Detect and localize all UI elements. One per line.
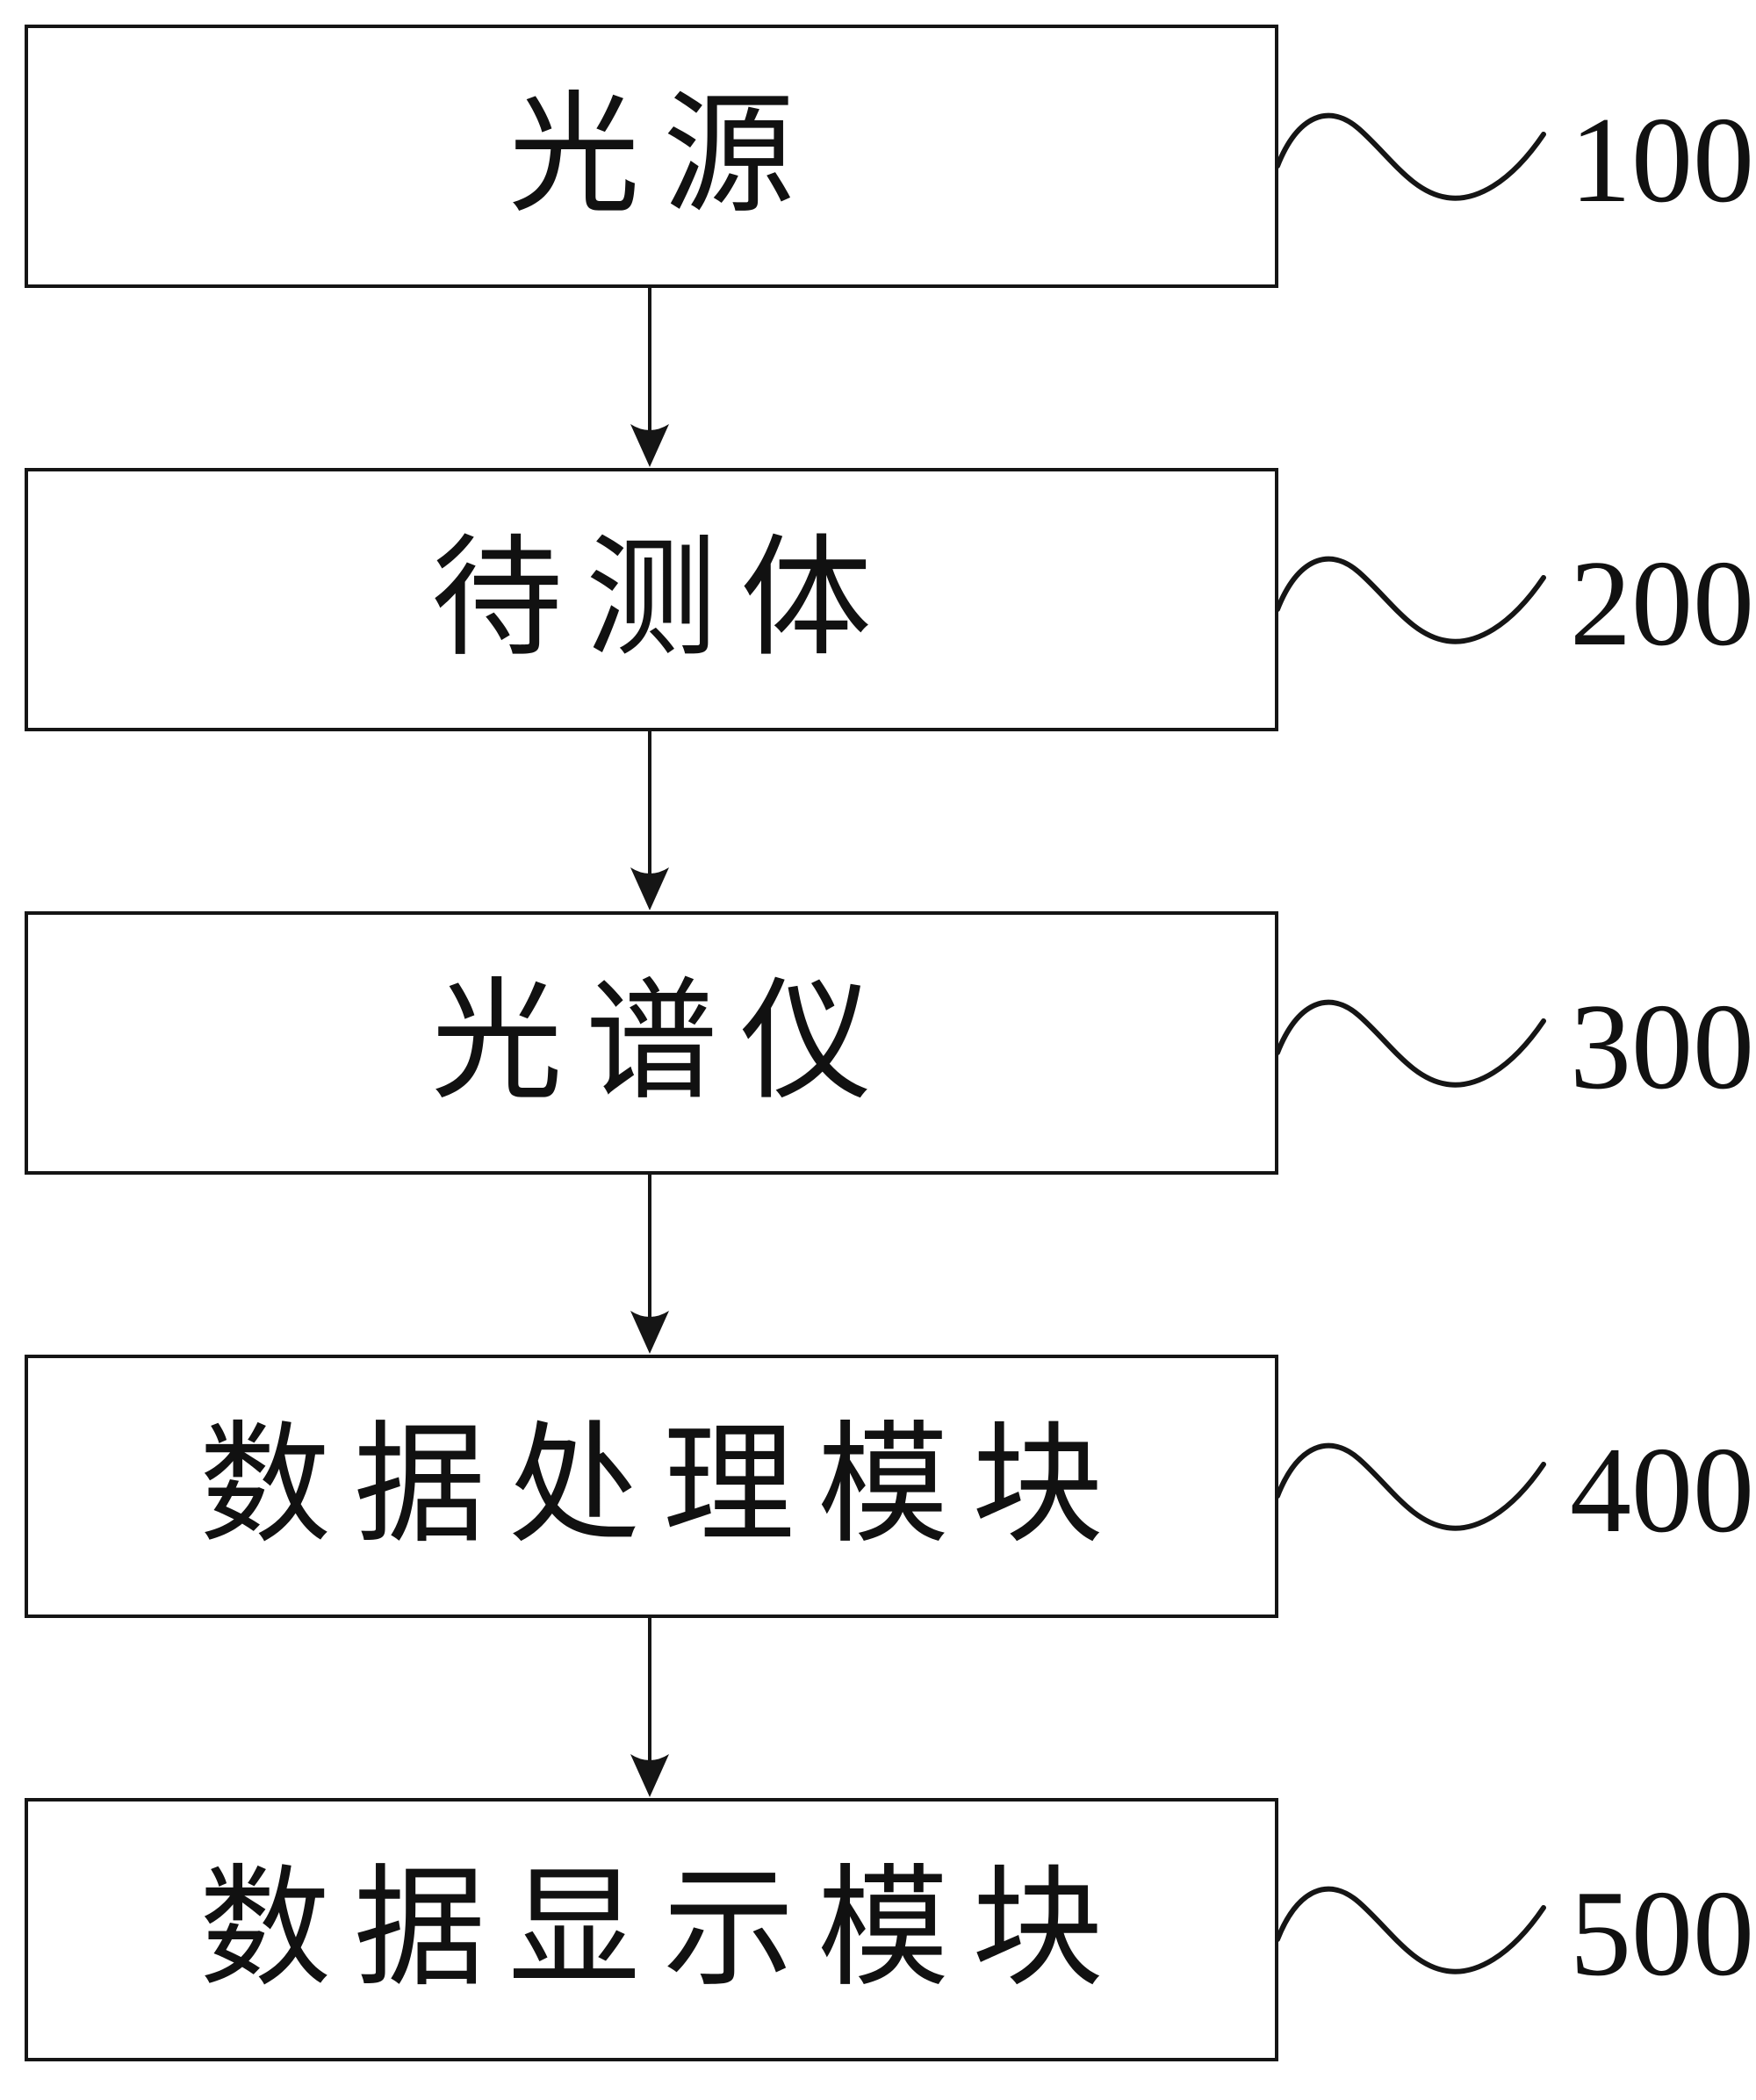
ref-number-500: 500	[1570, 1866, 1754, 2002]
arrow-down-icon	[630, 1618, 669, 1797]
ref-number-400: 400	[1570, 1422, 1754, 1558]
squiggle-connector-icon	[1275, 999, 1546, 1088]
flow-box-data-processing-module: 数据处理模块	[25, 1355, 1278, 1618]
squiggle-connector-icon	[1275, 556, 1546, 644]
flow-box-light-source: 光源	[25, 25, 1278, 288]
flow-box-label: 光源	[507, 83, 817, 229]
flow-box-data-display-module: 数据显示模块	[25, 1798, 1278, 2061]
flow-box-label: 光谱仪	[430, 970, 895, 1116]
flow-box-label: 数据显示模块	[198, 1857, 1126, 2003]
flow-box-label: 数据处理模块	[198, 1413, 1126, 1559]
arrow-down-icon	[630, 288, 669, 467]
ref-number-200: 200	[1570, 536, 1754, 672]
squiggle-connector-icon	[1275, 112, 1546, 201]
flow-box-spectrometer: 光谱仪	[25, 911, 1278, 1175]
arrow-down-icon	[630, 731, 669, 910]
flow-box-test-object: 待测体	[25, 468, 1278, 731]
ref-number-300: 300	[1570, 979, 1754, 1115]
squiggle-connector-icon	[1275, 1442, 1546, 1531]
arrow-down-icon	[630, 1175, 669, 1354]
squiggle-connector-icon	[1275, 1886, 1546, 1974]
ref-number-100: 100	[1570, 92, 1754, 228]
flow-box-label: 待测体	[430, 527, 895, 672]
